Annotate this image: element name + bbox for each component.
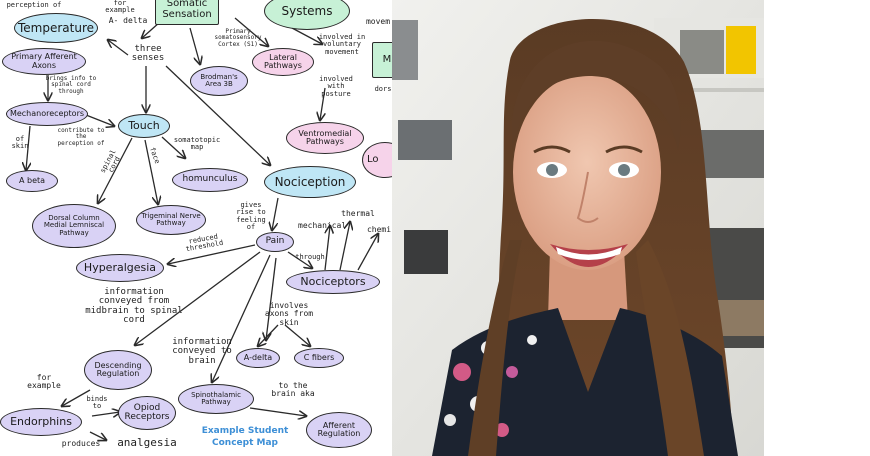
caption-line-1: Example Student xyxy=(201,426,289,436)
node-descending-regulation: Descending Regulation xyxy=(84,350,152,390)
node-mechanoreceptors: Mechanoreceptors xyxy=(6,102,88,126)
label-thermal: thermal xyxy=(341,209,375,218)
node-a-beta: A beta xyxy=(6,170,58,192)
label-for-example-top: for example xyxy=(105,0,135,15)
label-somatotopic: somatotopic map xyxy=(173,136,221,152)
node-spinothalamic: Spinothalamic Pathway xyxy=(178,384,254,414)
label-movement: movem xyxy=(365,17,391,26)
node-dorsal-column: Dorsal Column Medial Lemniscal Pathway xyxy=(32,204,116,248)
label-analgesia: analgesia xyxy=(117,436,177,449)
concept-map-connectors xyxy=(0,17,392,456)
label-info-brain: information conveyed to brain xyxy=(172,337,232,366)
label-primary-somatosensory: Primary somatosensory Cortex (S1) xyxy=(214,28,262,48)
node-primary-afferent-axons: Primary Afferent Axons xyxy=(2,48,86,75)
caption-line-2: Concept Map xyxy=(212,437,278,448)
node-opiod-receptors: Opiod Receptors xyxy=(118,396,176,430)
node-partial-m: M xyxy=(372,42,392,78)
label-through: through xyxy=(295,253,325,261)
label-binds-to: binds to xyxy=(86,395,108,411)
node-brodmans: Brodman's Area 3B xyxy=(190,66,248,96)
label-to-the-brain: to the brain aka xyxy=(271,381,315,399)
node-partial-lo: Lo xyxy=(362,142,392,178)
node-temperature: Temperature xyxy=(14,13,98,43)
label-involves-axons: involves axons from skin xyxy=(264,301,314,327)
node-c-fibers: C fibers xyxy=(294,348,344,368)
label-contribute: contribute to the perception of xyxy=(57,127,105,147)
concept-map: Temperature Somatic Sensation Systems Pr… xyxy=(0,0,392,456)
node-systems: Systems xyxy=(264,0,350,30)
node-lateral-pathways: Lateral Pathways xyxy=(252,48,314,76)
label-voluntary: involved in voluntary movement xyxy=(318,33,366,56)
label-gives-rise: gives rise to feeling of xyxy=(236,201,266,232)
label-mechanical: mechanical xyxy=(298,221,347,230)
page-margin xyxy=(764,0,870,456)
label-chemical: chemi xyxy=(366,225,392,234)
portrait-illustration xyxy=(392,0,764,456)
node-homunculus: homunculus xyxy=(172,168,248,192)
label-brings-info: brings info to spinal cord through xyxy=(45,75,97,95)
label-dorsal-partial: dors xyxy=(374,85,392,93)
label-perception-of: perception of xyxy=(6,1,62,9)
label-posture: involved with posture xyxy=(319,75,353,98)
node-somatic-sensation: Somatic Sensation xyxy=(155,0,219,25)
label-a-delta-top: A- delta xyxy=(108,16,148,25)
portrait-photo xyxy=(392,0,764,456)
node-pain: Pain xyxy=(256,232,294,252)
caption: Example Student Concept Map xyxy=(190,426,300,449)
label-of-skin: of skin xyxy=(11,135,29,151)
node-ventromedial: Ventromedial Pathways xyxy=(286,122,364,154)
label-three-senses: three senses xyxy=(131,44,165,64)
label-produces: produces xyxy=(61,439,101,448)
node-hyperalgesia: Hyperalgesia xyxy=(76,254,164,282)
node-afferent-regulation: Afferent Regulation xyxy=(306,412,372,448)
node-trigeminal: Trigeminal Nerve Pathway xyxy=(136,205,206,235)
node-a-delta: A-delta xyxy=(236,348,280,368)
node-endorphins: Endorphins xyxy=(0,408,82,436)
node-nociceptors: Nociceptors xyxy=(286,270,380,294)
node-touch: Touch xyxy=(118,114,170,138)
node-nociception: Nociception xyxy=(264,166,356,198)
label-info-midbrain: information conveyed from midbrain to sp… xyxy=(85,287,183,326)
label-for-example: for example xyxy=(27,373,61,391)
